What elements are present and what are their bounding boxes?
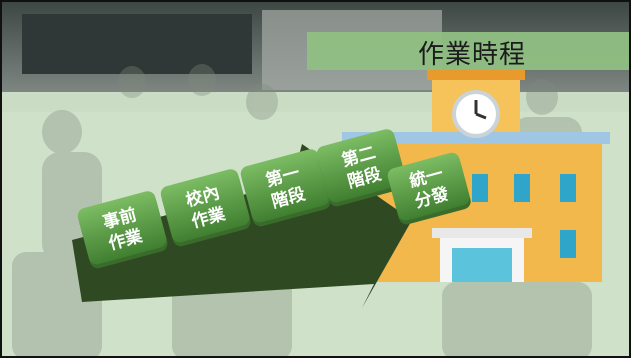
step-tile-2: 校內 作業	[160, 169, 251, 247]
blackboard	[22, 14, 252, 74]
step-tile-1: 事前 作業	[77, 191, 168, 269]
step-tile-5: 統一 分發	[387, 152, 471, 225]
step-tile-3: 第一 階段	[240, 149, 331, 227]
title-banner	[307, 32, 629, 70]
step-tile-4: 第二 階段	[316, 129, 407, 207]
slide-title: 作業時程	[418, 40, 527, 70]
